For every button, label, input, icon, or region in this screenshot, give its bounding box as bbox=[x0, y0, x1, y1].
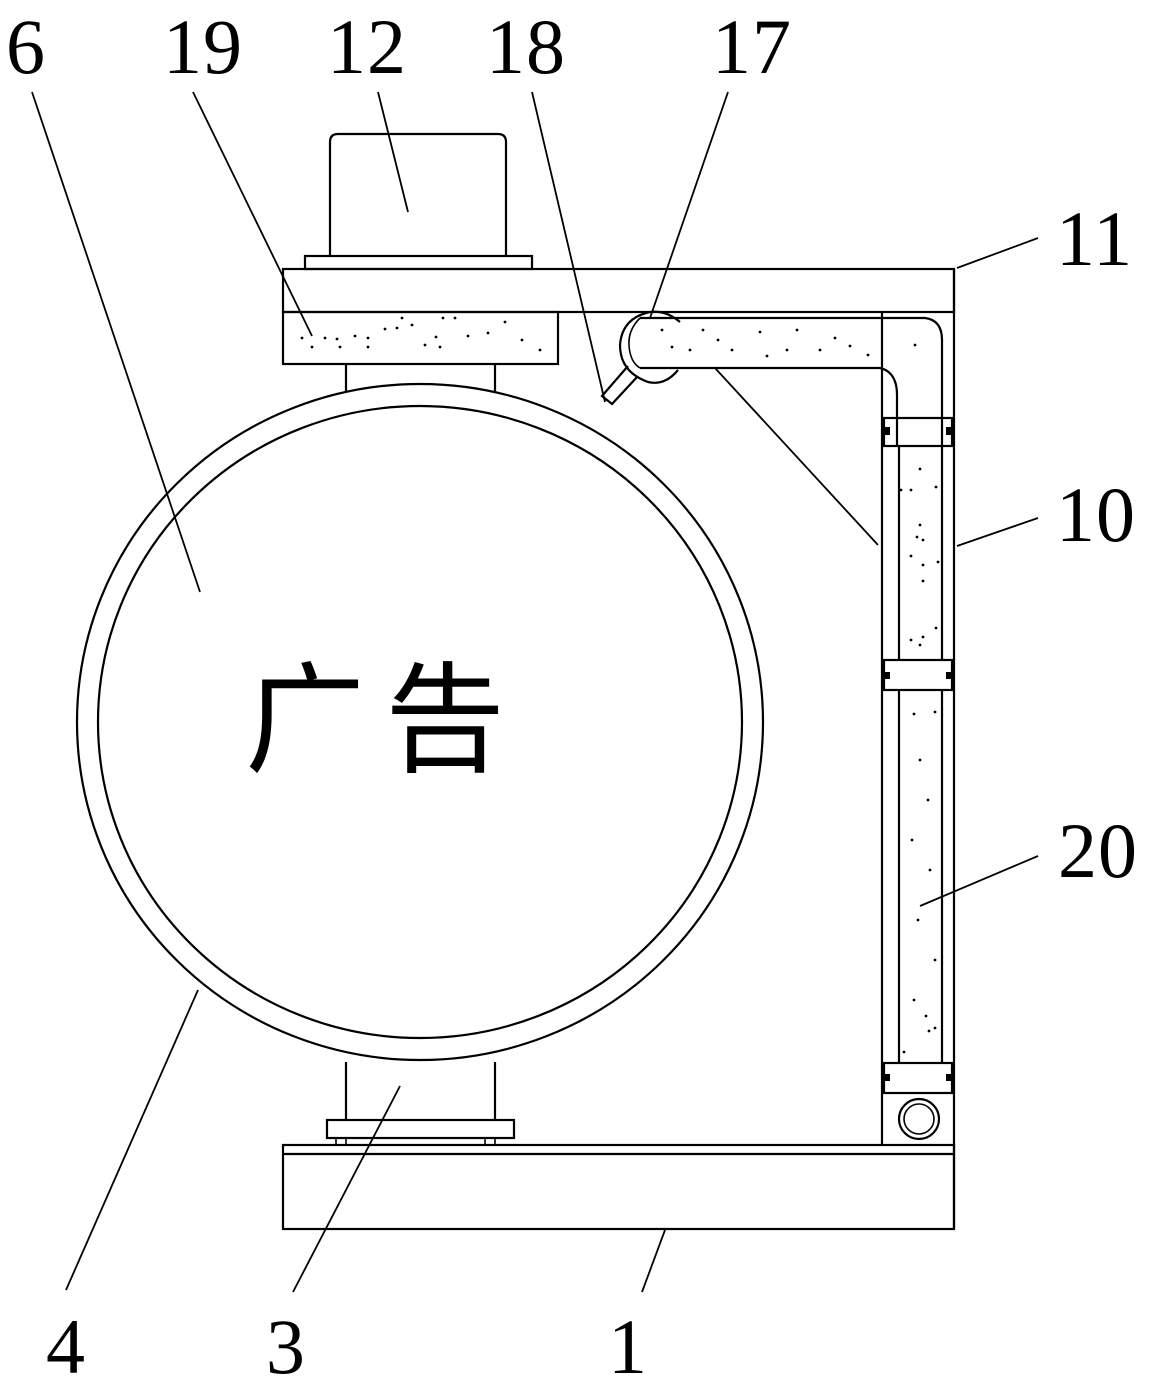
leader-17 bbox=[649, 91, 729, 319]
leader-4 bbox=[65, 989, 199, 1291]
circular-frame-ring bbox=[75, 382, 765, 1062]
upper-bearing-block bbox=[281, 310, 560, 366]
top-arm bbox=[281, 267, 956, 314]
label-3: 3 bbox=[266, 1303, 306, 1390]
leader-12 bbox=[377, 91, 409, 213]
leader-pipe bbox=[714, 367, 879, 546]
leader-18 bbox=[531, 91, 606, 403]
stipple-pattern bbox=[300, 316, 542, 352]
leader-lines bbox=[31, 91, 1039, 1293]
leader-10 bbox=[956, 517, 1039, 547]
leader-6 bbox=[31, 91, 201, 593]
nozzle bbox=[600, 365, 639, 406]
upper-support-neck bbox=[344, 364, 497, 396]
label-18: 18 bbox=[486, 3, 566, 90]
label-10: 10 bbox=[1056, 471, 1136, 558]
label-4: 4 bbox=[46, 1303, 86, 1390]
base-plate bbox=[281, 1143, 956, 1231]
label-17: 17 bbox=[712, 3, 792, 90]
label-19: 19 bbox=[163, 3, 243, 90]
label-6: 6 bbox=[6, 3, 46, 90]
pipe bbox=[640, 316, 954, 1141]
label-11: 11 bbox=[1056, 195, 1134, 282]
leader-1 bbox=[641, 1229, 666, 1293]
leader-11 bbox=[956, 237, 1039, 269]
label-1: 1 bbox=[608, 1303, 648, 1390]
label-20: 20 bbox=[1058, 807, 1138, 894]
pipe-joint bbox=[618, 310, 681, 384]
leader-19 bbox=[192, 91, 313, 337]
lower-support bbox=[325, 1062, 516, 1146]
leader-3 bbox=[292, 1085, 401, 1293]
label-12: 12 bbox=[327, 3, 407, 90]
motor bbox=[303, 132, 534, 271]
vertical-post bbox=[880, 269, 956, 1229]
advertising-text: 广告 bbox=[245, 652, 525, 791]
leader-20 bbox=[919, 855, 1039, 907]
stipple-pattern bbox=[660, 328, 940, 1054]
